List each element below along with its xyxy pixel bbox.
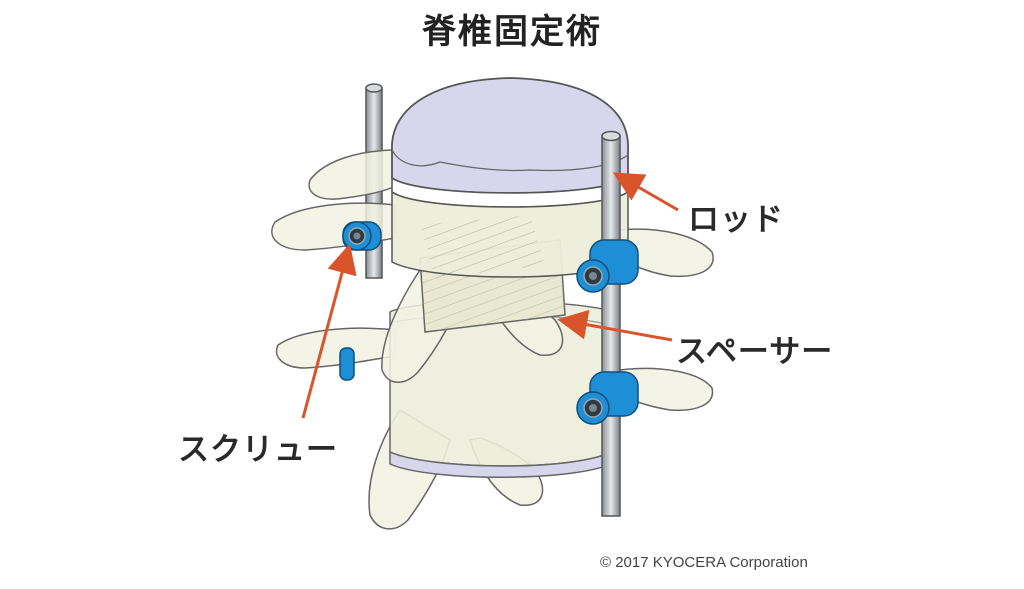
screw-label: スクリュー bbox=[178, 432, 338, 468]
screw-upper-right bbox=[576, 239, 639, 293]
spacer-arrow bbox=[557, 309, 673, 342]
screw-lower-right bbox=[576, 371, 639, 425]
screw-arrow bbox=[301, 243, 357, 419]
spacer-label: スペーサー bbox=[676, 334, 834, 370]
diagram-title: 脊椎固定術 bbox=[422, 12, 602, 52]
rod-label: ロッド bbox=[688, 202, 784, 238]
front-rod bbox=[601, 130, 621, 517]
upper-vertebral-body bbox=[391, 77, 629, 278]
screw-lower-left bbox=[339, 347, 355, 381]
rod-arrow bbox=[613, 172, 679, 212]
copyright-notice: © 2017 KYOCERA Corporation bbox=[600, 554, 808, 571]
screw-upper-left bbox=[342, 221, 382, 251]
